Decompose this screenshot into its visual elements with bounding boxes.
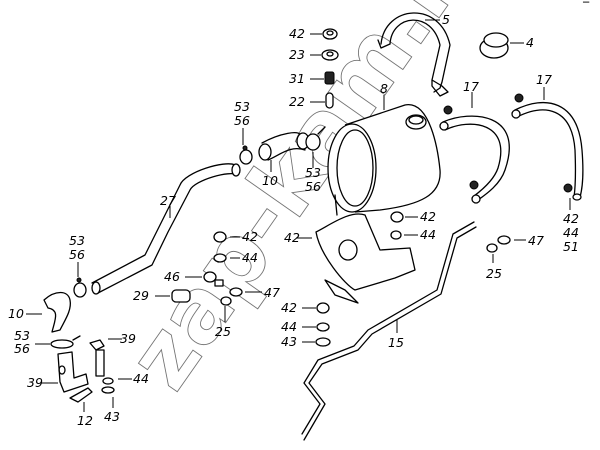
label-47a: 47 — [264, 285, 280, 300]
clamp-53-56-b[interactable]: 53 56 — [305, 126, 326, 194]
label-51: 42 — [563, 211, 579, 226]
hose-17-right[interactable]: 17 — [511, 72, 584, 201]
washer-44-b[interactable]: 44 — [213, 250, 258, 265]
label-17a: 17 — [463, 79, 479, 94]
sleeve-29[interactable]: 29 — [133, 288, 191, 303]
bracket-2[interactable]: 42 — [284, 194, 416, 304]
label-44d: 44 — [281, 319, 297, 334]
washer-44-a[interactable]: 44 — [102, 371, 149, 386]
pipe-27[interactable]: 27 — [91, 163, 241, 295]
washer-44-c[interactable]: 44 — [390, 227, 436, 242]
label-53b: 53 — [305, 165, 321, 180]
label-10a: 10 — [262, 173, 278, 188]
label-53a: 53 — [234, 99, 250, 114]
label-52: 44 — [563, 225, 579, 240]
label-12: 12 — [77, 413, 93, 428]
nut-42-d[interactable]: 42 — [281, 300, 330, 315]
drain-tap-11[interactable]: 39 — [27, 351, 89, 393]
washer-43-b[interactable]: 43 — [281, 334, 331, 349]
label-42b: 42 — [242, 229, 258, 244]
label-27: 27 — [160, 193, 176, 208]
label-44a: 44 — [133, 371, 149, 386]
fitting-47-25-left[interactable]: 47 25 — [215, 285, 280, 339]
clamp-51-52-55: 42 44 51 — [563, 198, 579, 254]
plate-12[interactable]: 12 — [69, 387, 93, 428]
label-31: 31 — [289, 71, 305, 86]
nut-42-b[interactable]: 42 — [213, 229, 258, 244]
label-43a: 43 — [104, 409, 120, 424]
fitting-47-25-right[interactable]: 47 25 — [486, 233, 544, 281]
label-53c: 53 — [69, 233, 85, 248]
label-44b: 44 — [242, 250, 258, 265]
clamp-53-56-a[interactable]: 53 56 — [234, 99, 253, 165]
label-17b: 17 — [536, 72, 552, 87]
label-56d: 56 — [14, 341, 30, 356]
pin-22[interactable]: 22 — [289, 92, 334, 109]
label-55: 51 — [563, 239, 579, 254]
washer-43-a[interactable]: 43 — [101, 386, 120, 424]
label-53d: 53 — [14, 328, 30, 343]
hose-17-middle[interactable]: 17 — [439, 79, 510, 204]
hose-elbow-10-lower[interactable]: 10 — [8, 291, 71, 333]
strap-5[interactable]: 5 — [377, 12, 451, 97]
label-42c: 42 — [420, 209, 436, 224]
label-8: 8 — [380, 81, 388, 96]
label-25a: 25 — [215, 324, 231, 339]
label-25b: 25 — [486, 266, 502, 281]
corner-mark: ▔ — [582, 1, 590, 11]
label-43b: 43 — [281, 334, 297, 349]
label-46: 46 — [164, 269, 180, 284]
spring-31[interactable]: 31 — [289, 71, 335, 86]
fuel-line-15[interactable]: 15 — [301, 221, 477, 441]
washer-44-d[interactable]: 44 — [281, 319, 330, 334]
label-2: 42 — [284, 230, 300, 245]
clamp-53-56-c[interactable]: 53 56 — [69, 233, 87, 298]
label-29: 29 — [133, 288, 149, 303]
label-10b: 10 — [8, 306, 24, 321]
fuel-tank-8[interactable]: 8 — [327, 81, 441, 213]
label-47b: 47 — [528, 233, 544, 248]
clip-46[interactable]: 46 — [164, 269, 224, 287]
bolt-39[interactable]: 39 — [89, 331, 136, 377]
label-42d: 42 — [281, 300, 297, 315]
label-11: 39 — [27, 375, 43, 390]
label-56a: 56 — [234, 113, 250, 128]
filler-cap-4[interactable]: 4 — [479, 32, 534, 59]
nut-42-top[interactable]: 42 — [289, 26, 338, 41]
clamp-53-56-d[interactable]: 53 56 — [14, 328, 81, 356]
label-22: 22 — [289, 94, 305, 109]
label-5: 5 — [442, 12, 450, 27]
washer-23[interactable]: 23 — [289, 47, 339, 62]
label-15: 15 — [388, 335, 404, 350]
label-56b: 56 — [305, 179, 321, 194]
label-4: 4 — [526, 35, 534, 50]
label-42: 42 — [289, 26, 305, 41]
label-56c: 56 — [69, 247, 85, 262]
label-39: 39 — [120, 331, 136, 346]
label-44c: 44 — [420, 227, 436, 242]
label-23: 23 — [289, 47, 305, 62]
nut-42-c[interactable]: 42 — [390, 209, 436, 224]
